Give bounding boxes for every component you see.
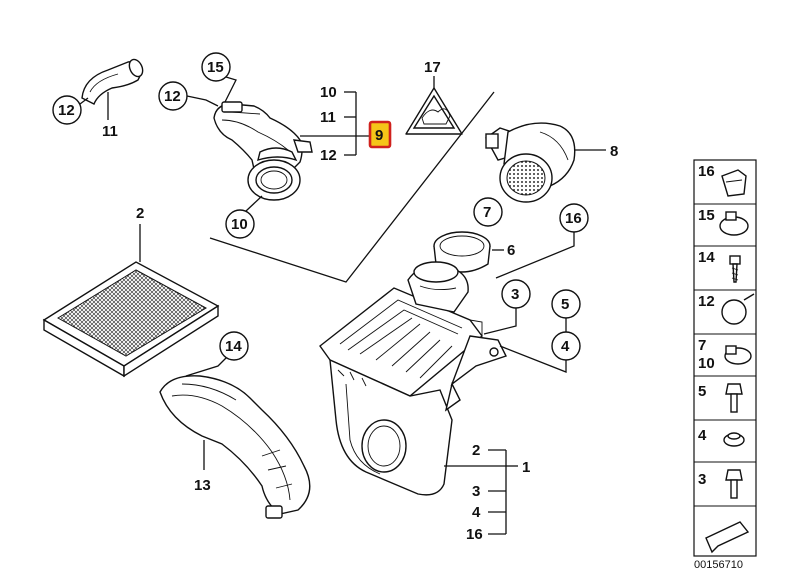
legend-16: 16	[698, 163, 715, 180]
callout-7: 7	[473, 197, 503, 227]
callout-3: 3	[501, 279, 531, 309]
legend-15: 15	[698, 207, 715, 224]
legend-12: 12	[698, 293, 715, 310]
intake-boot	[213, 101, 313, 201]
list-3: 3	[472, 483, 480, 500]
legend-10: 10	[698, 355, 715, 372]
legend-14: 14	[698, 249, 715, 266]
callout-15: 15	[201, 52, 231, 82]
band-clamp-icon	[724, 345, 752, 365]
label-11: 11	[102, 123, 118, 140]
hose-11	[81, 58, 144, 105]
legend-3: 3	[698, 471, 706, 488]
highlighted-label-9: 9	[368, 120, 392, 149]
list-12: 12	[320, 147, 337, 164]
air-duct-13	[159, 375, 311, 519]
label-8: 8	[610, 143, 618, 160]
legend-7: 7	[698, 337, 706, 354]
clip-icon	[721, 169, 747, 197]
svg-text:7: 7	[483, 204, 491, 221]
callout-12-center: 12	[158, 81, 188, 111]
svg-text:5: 5	[561, 296, 569, 313]
svg-text:9: 9	[375, 127, 383, 144]
air-filter-housing	[319, 261, 507, 496]
callout-14: 14	[219, 331, 249, 361]
legend-5: 5	[698, 383, 706, 400]
air-mass-sensor	[485, 122, 576, 203]
arrow-icon	[705, 521, 750, 554]
legend-4: 4	[698, 427, 707, 444]
warning-triangle-icon	[405, 87, 463, 135]
callout-16: 16	[559, 203, 589, 233]
label-2-top: 2	[136, 205, 144, 222]
callout-12-left: 12	[52, 95, 82, 125]
list-11: 11	[320, 109, 336, 126]
list-10: 10	[320, 84, 337, 101]
cable-tie-icon	[721, 293, 755, 325]
air-filter-element	[42, 261, 220, 378]
hose-clamp-icon	[719, 211, 749, 236]
list-1: 1	[522, 459, 530, 476]
svg-text:4: 4	[561, 338, 570, 355]
list-16: 16	[466, 526, 483, 543]
fastener-legend: 16 15 14 12 7 10 5 4 3	[693, 159, 757, 557]
svg-text:10: 10	[231, 216, 248, 233]
diagram-id: 00156710	[694, 559, 743, 571]
list-4: 4	[472, 504, 481, 521]
callout-5: 5	[551, 289, 581, 319]
nut-icon	[723, 432, 745, 447]
svg-text:15: 15	[207, 59, 224, 76]
callout-4: 4	[551, 331, 581, 361]
label-13: 13	[194, 477, 211, 494]
list-2: 2	[472, 442, 480, 459]
callout-10: 10	[225, 209, 255, 239]
svg-text:16: 16	[565, 210, 582, 227]
svg-text:12: 12	[164, 88, 181, 105]
screw-icon	[729, 255, 741, 283]
hex-bolt-icon	[725, 469, 743, 499]
label-17: 17	[424, 59, 441, 76]
label-6: 6	[507, 242, 515, 259]
svg-text:3: 3	[511, 286, 519, 303]
svg-text:12: 12	[58, 102, 75, 119]
svg-text:14: 14	[225, 338, 242, 355]
bolt-icon	[725, 383, 743, 413]
